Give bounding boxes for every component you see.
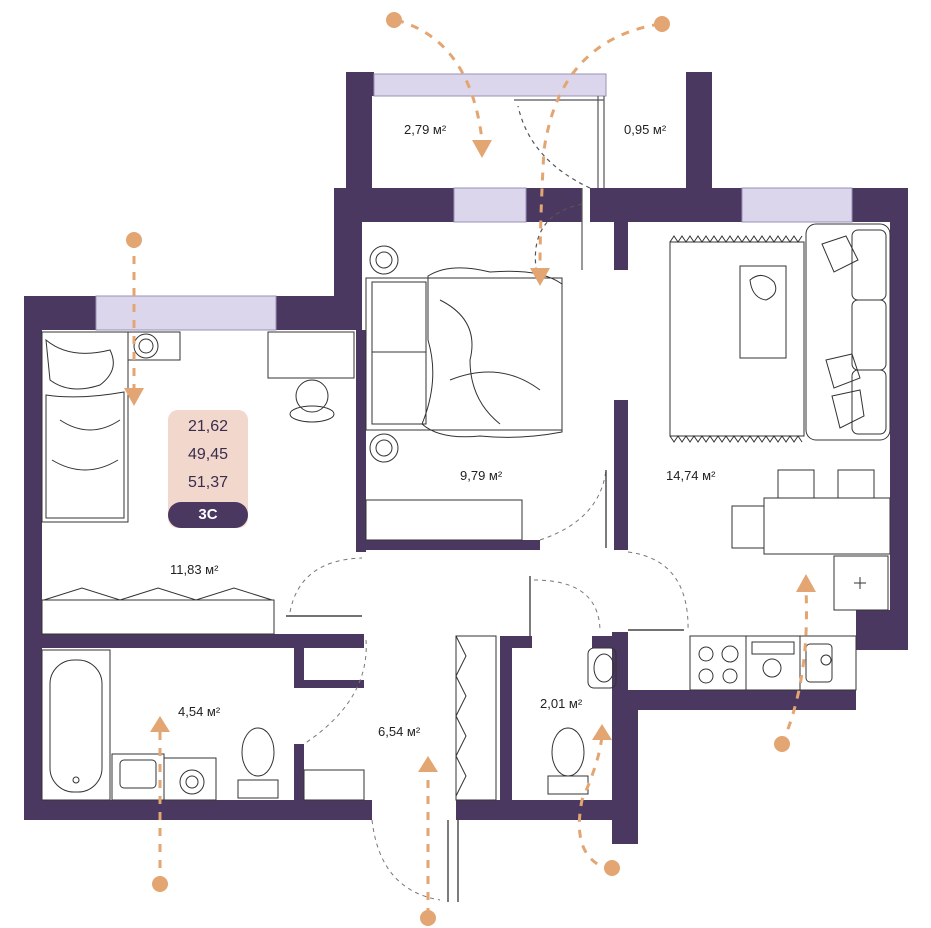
balcony-left-area: 2,79 м²	[404, 122, 447, 137]
door-arcs	[289, 469, 689, 901]
middle-bedroom-area: 9,79 м²	[460, 468, 503, 483]
total-with-balcony-value: 51,37	[187, 474, 229, 491]
hallway-area: 6,54 м²	[378, 724, 421, 739]
toilet-area: 2,01 м²	[540, 696, 583, 711]
windows	[95, 73, 853, 331]
total-area-value: 49,45	[187, 446, 229, 463]
left-bedroom-furniture	[41, 331, 355, 635]
airflow-arrows	[132, 18, 808, 916]
bathroom-area: 4,54 м²	[178, 704, 221, 719]
area-stats-badge: 21,62 49,45 51,37 3С	[168, 410, 248, 528]
airflow-dots	[126, 12, 790, 926]
living-furniture	[669, 223, 891, 691]
balcony-right-area: 0,95 м²	[624, 122, 667, 137]
bathroom-furniture	[41, 649, 365, 801]
left-bedroom-area: 11,83 м²	[170, 562, 219, 577]
middle-bedroom-furniture	[365, 245, 563, 541]
airflow-arrowheads	[124, 140, 816, 772]
balcony-details	[514, 96, 605, 270]
door-leaves	[286, 470, 684, 902]
apartment-type-chip: 3С	[168, 502, 248, 528]
living-kitchen-area: 14,74 м²	[666, 468, 716, 483]
walls	[24, 72, 908, 844]
living-area-value: 21,62	[187, 418, 229, 435]
